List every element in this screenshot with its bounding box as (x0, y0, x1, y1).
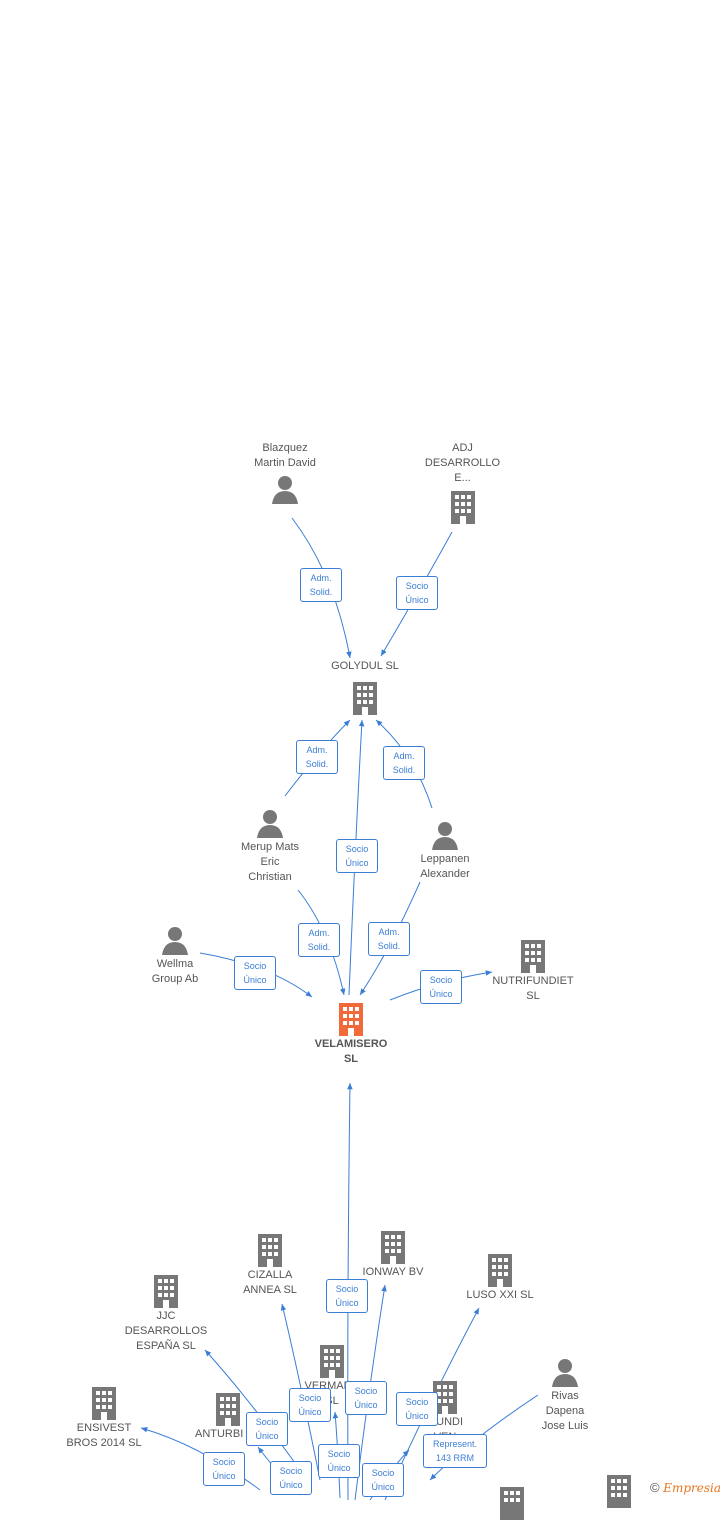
node-label: Leppanen Alexander (420, 853, 470, 880)
node-ensivest[interactable]: ENSIVEST BROS 2014 SL (55, 1385, 153, 1451)
node-label: Merup Mats Eric Christian (240, 841, 300, 883)
node-label: ENSIVEST BROS 2014 SL (66, 1422, 142, 1449)
edge-label-socio-unico[interactable]: Socio Único (362, 1463, 404, 1497)
node-label: Rivas Dapena Jose Luis (541, 1390, 589, 1432)
building-icon (607, 1475, 631, 1508)
person-icon (272, 476, 298, 504)
building-icon (381, 1231, 405, 1264)
edge-label-socio-unico[interactable]: Socio Único (289, 1388, 331, 1422)
edge-label-socio-unico[interactable]: Socio Único (396, 576, 438, 610)
node-label: Wellma Group Ab (151, 958, 199, 985)
edge-label-socio-unico[interactable]: Socio Único (326, 1279, 368, 1313)
edge-label-socio-unico[interactable]: Socio Único (246, 1412, 288, 1446)
person-icon (257, 810, 283, 838)
node-bottom-2[interactable] (602, 1473, 636, 1509)
edge-label-adm-solid[interactable]: Adm. Solid. (300, 568, 342, 602)
node-adj[interactable]: ADJ DESARROLLO E... (415, 441, 510, 525)
copyright-symbol: © (650, 1480, 660, 1495)
node-label: ADJ DESARROLLO E... (424, 442, 501, 484)
building-icon (92, 1387, 116, 1420)
node-wellma[interactable]: Wellma Group Ab (135, 925, 215, 987)
edge-label-socio-unico[interactable]: Socio Único (234, 956, 276, 990)
node-label: IONWAY BV (362, 1266, 424, 1278)
person-icon (432, 822, 458, 850)
node-bottom-1[interactable] (495, 1485, 529, 1521)
edge-label-socio-unico[interactable]: Socio Único (345, 1381, 387, 1415)
node-merup[interactable]: Merup Mats Eric Christian (225, 808, 315, 885)
building-icon (320, 1345, 344, 1378)
node-luso[interactable]: LUSO XXI SL (455, 1252, 545, 1303)
edge-label-adm-solid[interactable]: Adm. Solid. (383, 746, 425, 780)
node-ionway[interactable]: IONWAY BV (348, 1229, 438, 1280)
node-nutrifundiet[interactable]: NUTRIFUNDIET SL (483, 938, 583, 1004)
building-icon (216, 1393, 240, 1426)
building-icon (500, 1487, 524, 1520)
copyright: © Empresia (650, 1480, 721, 1495)
person-icon (162, 927, 188, 955)
building-icon (488, 1254, 512, 1287)
building-icon (450, 491, 475, 524)
node-label: JJC DESARROLLOS ESPAÑA SL (124, 1310, 208, 1352)
building-icon (154, 1275, 178, 1308)
edge-label-represent[interactable]: Represent. 143 RRM (423, 1434, 487, 1468)
node-label: Blazquez Martin David (254, 442, 316, 469)
node-velamisero[interactable]: VELAMISERO SL (300, 1001, 402, 1067)
building-icon (258, 1234, 282, 1267)
node-golydul[interactable]: GOLYDUL SL (315, 659, 415, 716)
edge-label-socio-unico[interactable]: Socio Único (420, 970, 462, 1004)
node-leppanen[interactable]: Leppanen Alexander (400, 820, 490, 882)
edge-to-ensivest (140, 1427, 261, 1491)
building-icon (339, 1003, 363, 1036)
edge-to-cizalla (280, 1303, 321, 1481)
brand-logo[interactable]: Empresia (663, 1481, 722, 1495)
node-rivas[interactable]: Rivas Dapena Jose Luis (525, 1357, 605, 1434)
person-icon (552, 1359, 578, 1387)
edge-label-socio-unico[interactable]: Socio Único (336, 839, 378, 873)
node-label: GOLYDUL SL (331, 660, 399, 672)
edge-label-socio-unico[interactable]: Socio Único (318, 1444, 360, 1478)
building-icon (521, 940, 545, 973)
edge-label-socio-unico[interactable]: Socio Único (270, 1461, 312, 1495)
node-label: NUTRIFUNDIET SL (492, 975, 574, 1002)
building-icon (353, 682, 377, 715)
node-label: LUSO XXI SL (466, 1289, 534, 1301)
node-label: CIZALLA ANNEA SL (243, 1269, 297, 1296)
edge-label-adm-solid[interactable]: Adm. Solid. (296, 740, 338, 774)
node-label: VELAMISERO SL (314, 1038, 388, 1065)
edge-label-socio-unico[interactable]: Socio Único (203, 1452, 245, 1486)
edge-label-adm-solid[interactable]: Adm. Solid. (368, 922, 410, 956)
node-blazquez[interactable]: Blazquez Martin David (235, 441, 335, 506)
node-cizalla[interactable]: CIZALLA ANNEA SL (225, 1232, 315, 1298)
edge-label-adm-solid[interactable]: Adm. Solid. (298, 923, 340, 957)
node-jjc[interactable]: JJC DESARROLLOS ESPAÑA SL (115, 1273, 217, 1354)
edge-label-socio-unico[interactable]: Socio Único (396, 1392, 438, 1426)
edge-to-jjc (204, 1349, 301, 1471)
